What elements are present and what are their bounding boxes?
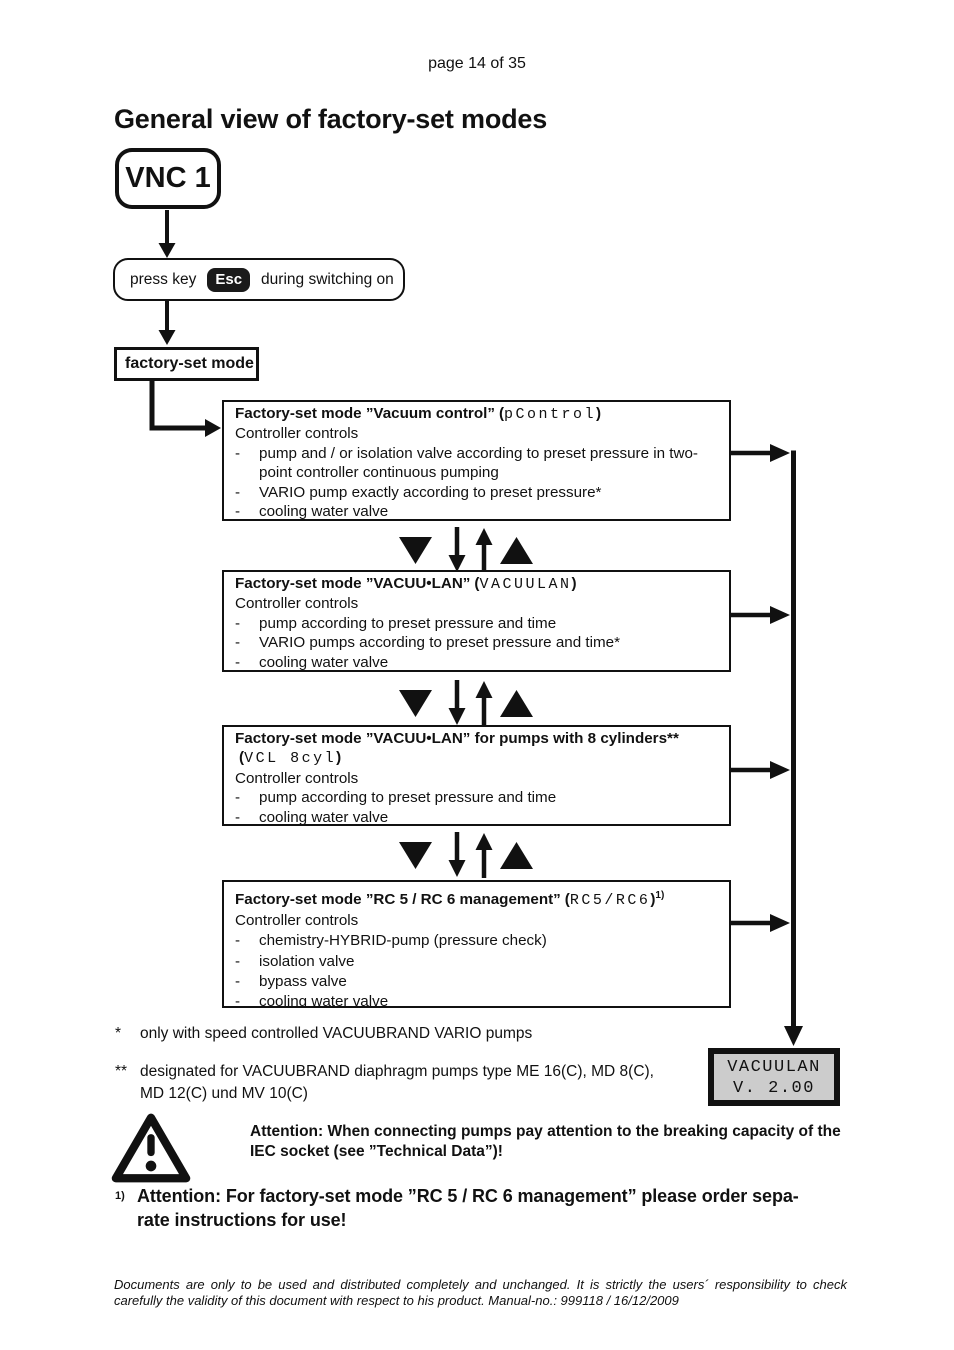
press-key-post-label: during switching on xyxy=(261,270,394,288)
list-item: -VARIO pumps according to preset pressur… xyxy=(235,634,621,652)
warning-text: Attention: When connecting pumps pay att… xyxy=(250,1123,841,1160)
down-arrow-icon xyxy=(446,527,468,573)
device-node-vnc1: VNC 1 xyxy=(115,148,221,209)
list-item: -isolation valve xyxy=(235,952,355,970)
up-arrow-icon xyxy=(473,832,495,878)
down-key-triangle-icon xyxy=(398,536,433,565)
key-arrows-cluster xyxy=(398,680,548,726)
key-arrows-cluster xyxy=(398,527,548,573)
footnote-1-marker: 1) xyxy=(115,1190,125,1202)
mode-heading: Factory-set mode ”Vacuum control”(pContr… xyxy=(235,405,602,423)
mode-heading: Factory-set mode ”RC 5 / RC 6 management… xyxy=(235,890,665,910)
list-item: -cooling water valve xyxy=(235,808,389,826)
list-item: -pump according to preset pressure and t… xyxy=(235,789,557,807)
down-key-triangle-icon xyxy=(398,689,433,718)
device-label: VNC 1 xyxy=(125,162,211,194)
mode-box-rc5-rc6: Factory-set mode ”RC 5 / RC 6 management… xyxy=(222,880,731,1008)
lcd-line-1: VACUULAN xyxy=(727,1058,821,1077)
legal-footer: Documents are only to be used and distri… xyxy=(114,1277,847,1308)
controller-controls-label: Controller controls xyxy=(235,595,359,613)
controller-lcd-display: VACUULAN V. 2.00 xyxy=(708,1048,840,1106)
page-number: page 14 of 35 xyxy=(428,55,526,72)
mode-code: RC5/RC6 xyxy=(569,892,651,910)
key-arrows-cluster xyxy=(398,832,548,878)
footnote-star: * only with speed controlled VACUUBRAND … xyxy=(115,1025,533,1042)
list-item: -pump according to preset pressure and t… xyxy=(235,614,557,632)
up-arrow-icon xyxy=(473,527,495,573)
mode-code: VCL 8cyl xyxy=(244,750,337,768)
factory-set-mode-node: factory-set mode xyxy=(114,347,259,381)
controller-controls-label: Controller controls xyxy=(235,769,359,787)
list-item: -cooling water valve xyxy=(235,503,389,521)
mode-box-vacuulan-8cyl: Factory-set mode ”VACUU•LAN” for pumps w… xyxy=(222,725,731,826)
down-key-triangle-icon xyxy=(398,841,433,870)
list-item: -cooling water valve xyxy=(235,993,389,1008)
mode-heading: Factory-set mode ”VACUU•LAN” for pumps w… xyxy=(235,730,679,768)
mode-heading: Factory-set mode ”VACUU•LAN”(VACUULAN) xyxy=(235,575,577,593)
mode-code: VACUULAN xyxy=(479,576,572,593)
footnote-1-text: Attention: For factory-set mode ”RC 5 / … xyxy=(137,1186,799,1230)
mode-box-vacuulan: Factory-set mode ”VACUU•LAN”(VACUULAN) C… xyxy=(222,570,731,672)
list-item: -cooling water valve xyxy=(235,653,389,671)
mode-code: pControl xyxy=(504,406,597,423)
list-item: -VARIO pump exactly according to preset … xyxy=(235,483,602,501)
down-arrow-icon xyxy=(446,680,468,726)
controller-controls-label: Controller controls xyxy=(235,425,359,443)
up-key-triangle-icon xyxy=(499,689,534,718)
up-key-triangle-icon xyxy=(499,841,534,870)
warning-triangle-icon xyxy=(111,1113,191,1183)
footnote-1-reference: 1) xyxy=(655,890,665,901)
list-item: -chemistry-HYBRID-pump (pressure check) xyxy=(235,932,547,950)
up-key-triangle-icon xyxy=(499,536,534,565)
page-title: General view of factory-set modes xyxy=(114,104,548,134)
lcd-line-2: V. 2.00 xyxy=(733,1079,815,1098)
list-item: -bypass valve xyxy=(235,972,347,990)
press-key-step: press key Esc during switching on xyxy=(113,258,405,301)
footnote-double-star: ** designated for VACUUBRAND diaphragm p… xyxy=(115,1063,654,1102)
controller-controls-label: Controller controls xyxy=(235,912,359,930)
esc-key-icon: Esc xyxy=(207,267,251,292)
up-arrow-icon xyxy=(473,680,495,726)
list-item: -pump and / or isolation valve according… xyxy=(235,444,698,482)
down-arrow-icon xyxy=(446,832,468,878)
press-key-pre-label: press key xyxy=(130,270,197,288)
mode-box-vacuum-control: Factory-set mode ”Vacuum control”(pContr… xyxy=(222,400,731,521)
factory-set-mode-label: factory-set mode xyxy=(125,355,254,372)
